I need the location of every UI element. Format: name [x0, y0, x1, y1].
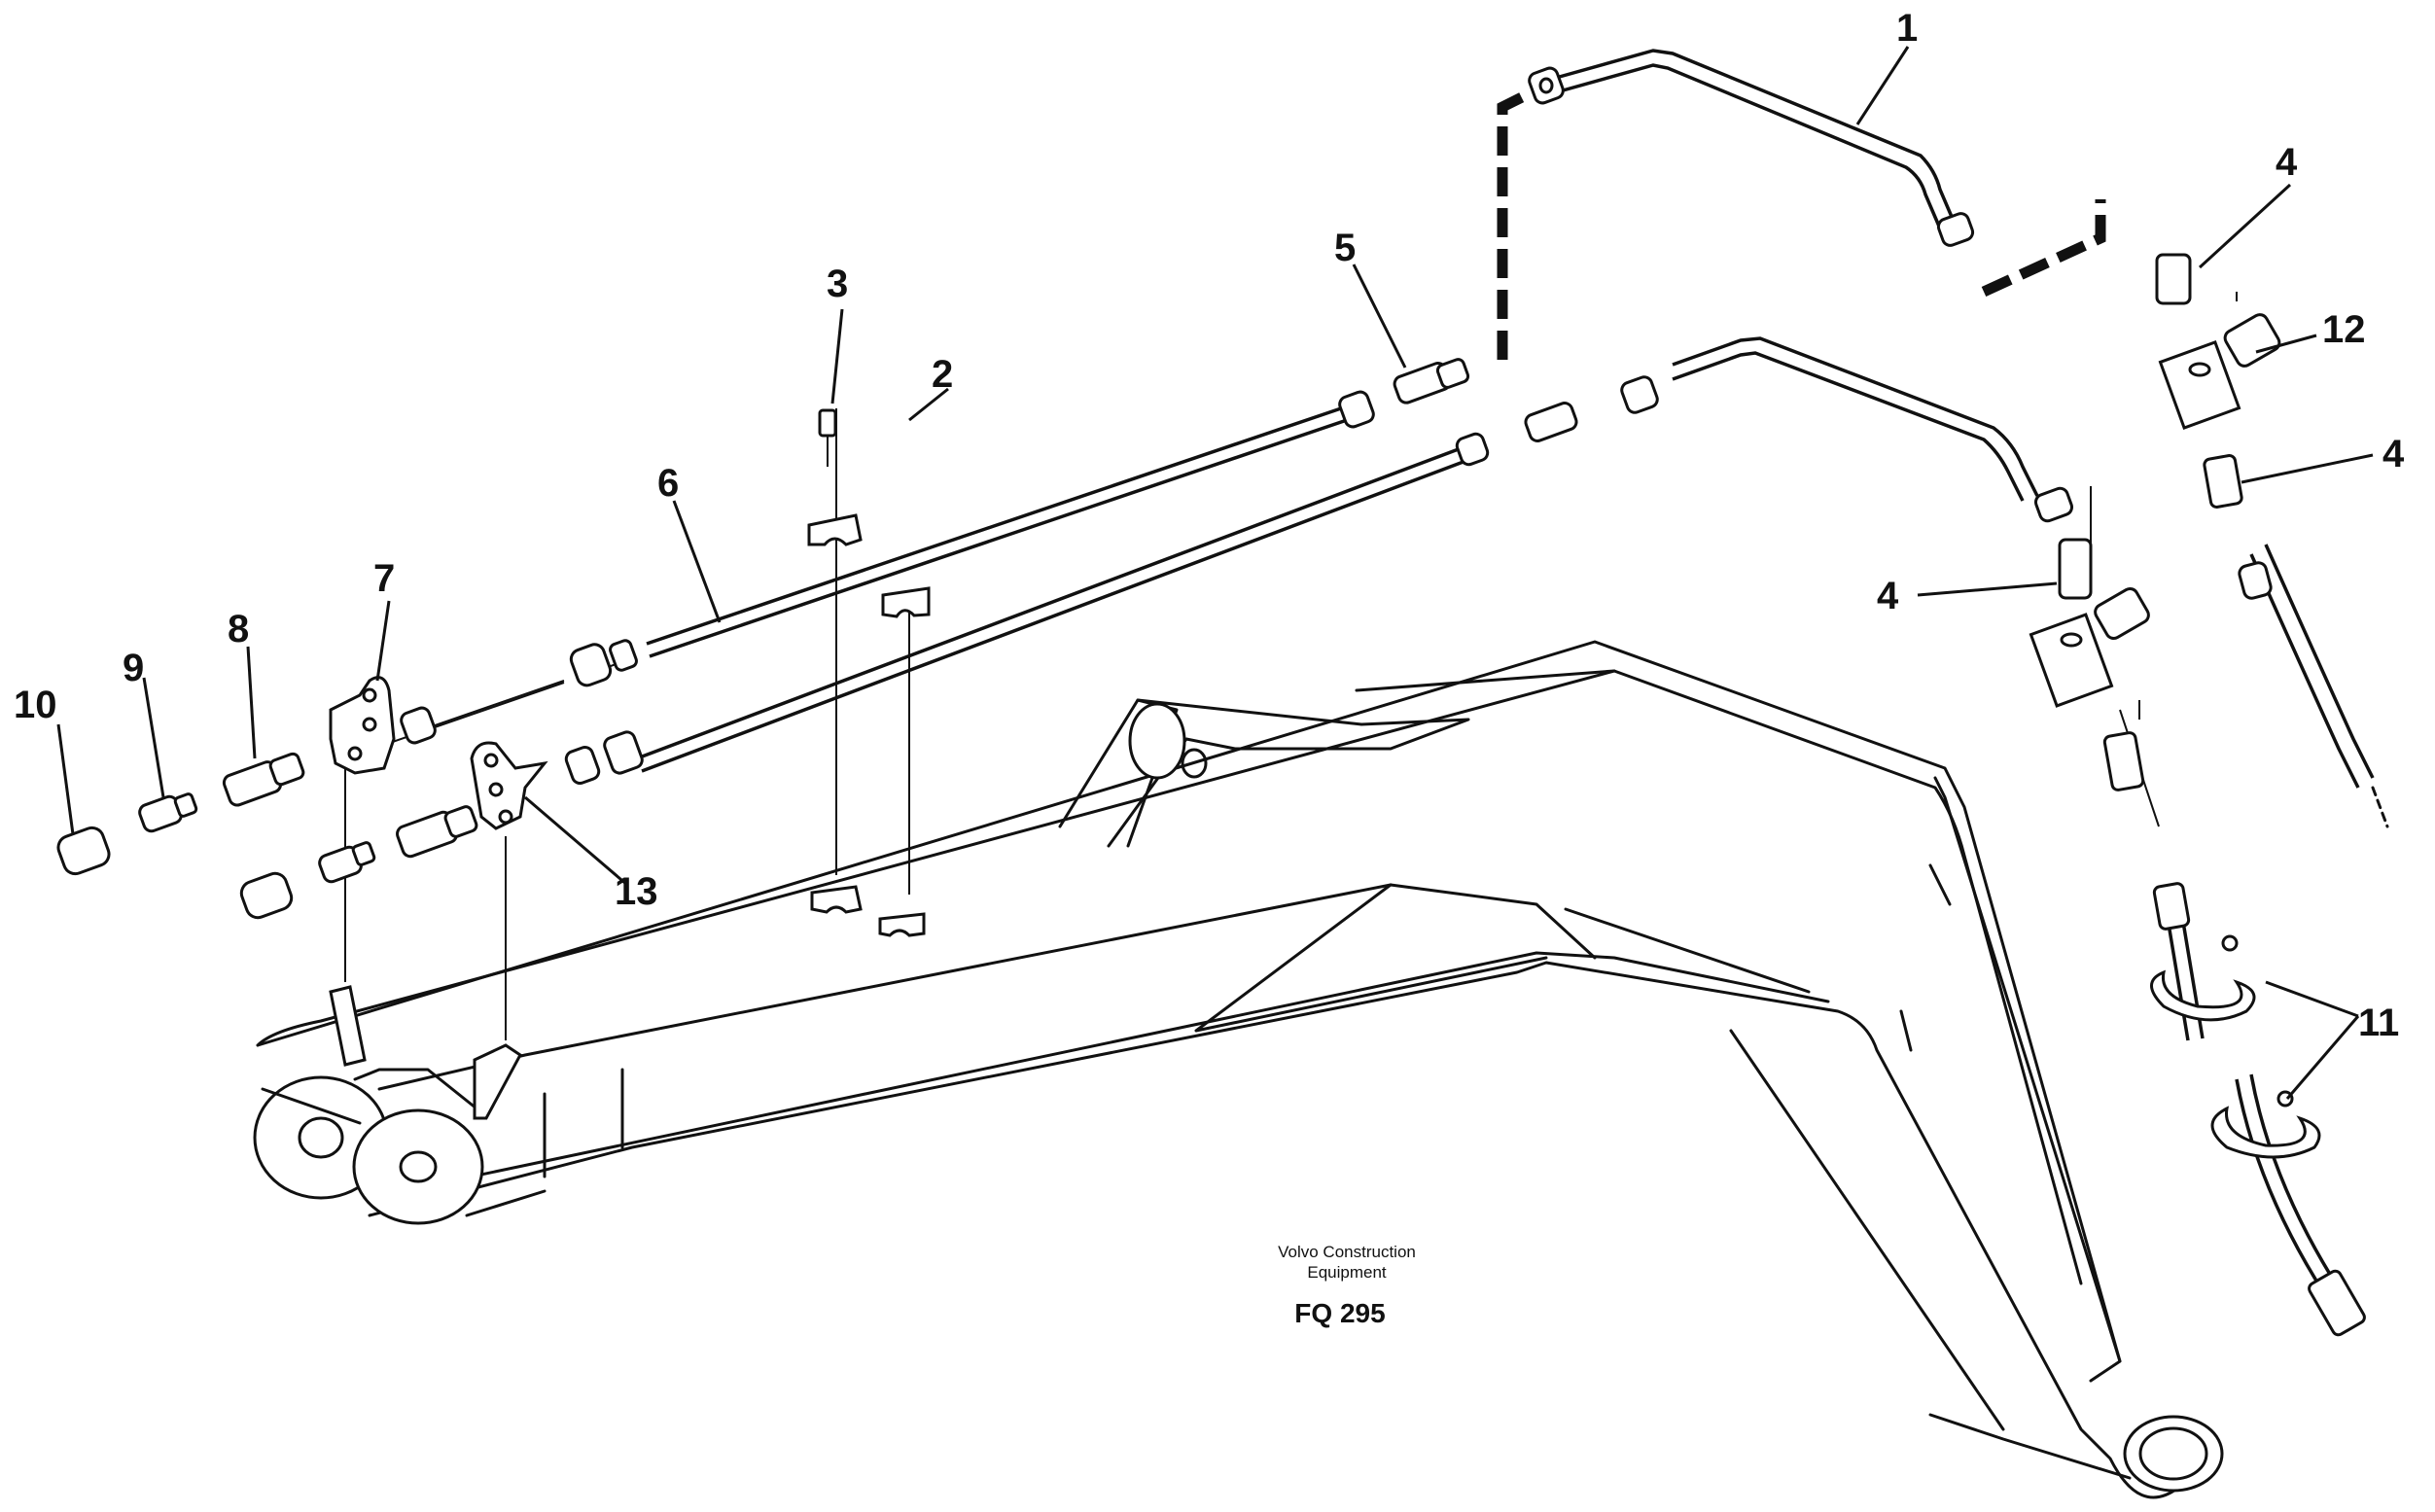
callout-10: 10: [14, 684, 57, 726]
excavator-boom: [253, 640, 2224, 1499]
callout-11: 11: [2358, 1002, 2399, 1044]
callout-7: 7: [373, 557, 395, 600]
hydraulic-lines: [344, 49, 2389, 1294]
cylinder-bracket: [1058, 698, 1470, 848]
callout-numbers: 1 2 3 4 4 4 5 6 7 8 9 10 11 12 13: [14, 7, 2405, 1044]
brand-line-2: Equipment: [1307, 1263, 1387, 1282]
callout-4-middle: 4: [1877, 575, 1899, 617]
callout-4-top: 4: [2276, 141, 2298, 184]
drawing-footer: Volvo Construction Equipment FQ 295: [1278, 1243, 1416, 1328]
callout-8: 8: [228, 608, 249, 651]
callout-3: 3: [827, 263, 848, 305]
callout-6: 6: [657, 462, 679, 505]
callout-leaders: [56, 46, 2374, 1100]
callout-12: 12: [2322, 308, 2366, 351]
callout-13: 13: [615, 870, 658, 913]
drawing-code: FQ 295: [1294, 1298, 1385, 1328]
callout-9: 9: [123, 647, 144, 689]
callout-5: 5: [1334, 227, 1356, 269]
brand-line-1: Volvo Construction: [1278, 1243, 1416, 1261]
callout-2: 2: [932, 353, 953, 396]
fittings: [56, 66, 2366, 1337]
callout-1: 1: [1896, 7, 1918, 50]
callout-4-right: 4: [2382, 433, 2405, 475]
